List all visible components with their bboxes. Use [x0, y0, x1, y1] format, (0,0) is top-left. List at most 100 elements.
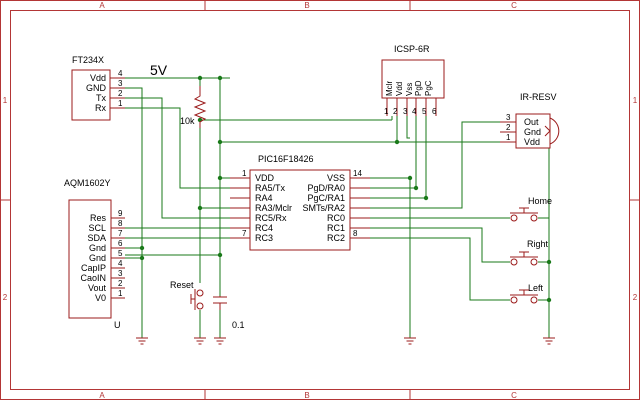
pic-microcontroller: PIC16F18426 VDD RA5/Tx RA4 RA3/Mclr RC5/…: [230, 154, 370, 251]
frame-col-b-bottom: B: [304, 391, 309, 400]
pic-title: PIC16F18426: [258, 154, 314, 164]
junctions: [139, 75, 552, 303]
resistor-10k-label: 10k: [180, 116, 195, 126]
lcd-pin-gnd-6: Gnd: [89, 243, 106, 253]
pic-pin-ra2: SMTs/RA2: [302, 203, 345, 213]
pic-pinnum-8: 8: [353, 229, 358, 238]
lcd-pinnum-7: 7: [118, 229, 123, 238]
pic-pin-rc5: RC5/Rx: [255, 213, 287, 223]
button-reset-label: Reset: [170, 280, 194, 290]
button-home-label: Home: [528, 196, 552, 206]
ground-icon: [404, 337, 416, 345]
lcd-pinnum-9: 9: [118, 209, 123, 218]
icsp-pinnum-5: 5: [422, 107, 427, 116]
button-left: Left: [510, 283, 544, 304]
ft234x-title: FT234X: [72, 55, 104, 65]
wires: [125, 77, 550, 338]
supply-5v-label: 5V: [150, 62, 168, 78]
lcd-pinnum-6: 6: [118, 239, 123, 248]
ground-icon: [136, 337, 148, 345]
lcd-pinnum-5: 5: [118, 249, 123, 258]
lcd-pinnum-8: 8: [118, 219, 123, 228]
ft234x-pin-tx: Tx: [96, 93, 106, 103]
icsp-title: ICSP-6R: [394, 44, 430, 54]
lcd-pin-vout: Vout: [88, 283, 107, 293]
pic-pin-rc1: RC1: [327, 223, 345, 233]
button-left-label: Left: [528, 283, 544, 293]
ir-pinnum-3: 3: [506, 113, 511, 122]
lcd-title: AQM1602Y: [64, 178, 111, 188]
lcd-pin-scl: SCL: [88, 223, 106, 233]
frame-col-c-top: C: [511, 1, 517, 10]
ground-symbols: [136, 337, 555, 345]
pic-pin-ra5: RA5/Tx: [255, 183, 286, 193]
pic-pin-ra1: PgC/RA1: [307, 193, 345, 203]
lcd-suffix-label: U: [114, 320, 121, 330]
pic-pin-rc0: RC0: [327, 213, 345, 223]
ft234x-pin-vdd: Vdd: [90, 73, 106, 83]
ground-icon: [543, 337, 555, 345]
frame-col-b-top: B: [304, 1, 309, 10]
resistor-10k: 10k: [180, 86, 207, 128]
lcd-pin-capip: CapIP: [81, 263, 106, 273]
icsp-header: ICSP-6R Mclr Vdd Vss PgD PgC 1 2 3 4 5 6: [381, 44, 445, 116]
ft234x-pin-gnd: GND: [86, 83, 107, 93]
ft234x-pin-rx: Rx: [95, 103, 106, 113]
frame-row-1-left: 1: [3, 96, 8, 105]
icsp-pin-pgd: PgD: [414, 80, 423, 96]
ground-icon: [194, 337, 206, 345]
lcd-pinnum-4: 4: [118, 259, 123, 268]
pic-pin-ra4: RA4: [255, 193, 273, 203]
pic-pinnum-7: 7: [242, 229, 247, 238]
icsp-pin-pgc: PgC: [424, 80, 433, 96]
ir-pin-gnd: Gnd: [524, 127, 541, 137]
frame-row-1-right: 1: [633, 96, 638, 105]
capacitor-0-1: 0.1: [213, 296, 245, 330]
pic-pinnum-1: 1: [242, 169, 247, 178]
ir-pin-vdd: Vdd: [524, 137, 540, 147]
frame-row-2-left: 2: [3, 293, 8, 302]
ft234x-pinnum-2: 2: [118, 89, 123, 98]
lcd-pin-caoin: CaoIN: [80, 273, 106, 283]
pic-pin-ra0: PgD/RA0: [307, 183, 345, 193]
pic-pin-vss: VSS: [327, 173, 345, 183]
ir-pinnum-2: 2: [506, 123, 511, 132]
pic-pinnum-14: 14: [353, 169, 362, 178]
lcd-pinnum-1: 1: [118, 289, 123, 298]
icsp-pinnum-2: 2: [393, 107, 398, 116]
lcd-pin-res: Res: [90, 213, 107, 223]
icsp-pin-vdd: Vdd: [395, 82, 404, 96]
button-reset: Reset: [170, 280, 204, 310]
pic-pin-rc4: RC4: [255, 223, 273, 233]
ir-pin-out: Out: [524, 117, 539, 127]
icsp-pin-mclr: Mclr: [385, 81, 394, 96]
ft234x-pinnum-3: 3: [118, 79, 123, 88]
icsp-pinnum-4: 4: [412, 107, 417, 116]
ft234x-pinnum-1: 1: [118, 99, 123, 108]
ft234x-pinnum-4: 4: [118, 69, 123, 78]
pic-pin-vdd: VDD: [255, 173, 275, 183]
ir-title: IR-RESV: [520, 92, 557, 102]
button-right: Right: [510, 239, 549, 266]
capacitor-label: 0.1: [232, 320, 245, 330]
pic-pin-rc3: RC3: [255, 233, 273, 243]
lcd-pin-v0: V0: [95, 293, 106, 303]
icsp-pin-vss: Vss: [405, 83, 414, 96]
ir-pinnum-1: 1: [506, 133, 511, 142]
icsp-pinnum-3: 3: [403, 107, 408, 116]
frame-col-c-bottom: C: [511, 391, 517, 400]
pic-pin-ra3: RA3/Mclr: [255, 203, 292, 213]
ir-receiver: IR-RESV Out Gnd Vdd 3 2 1: [500, 92, 560, 149]
lcd-pinnum-2: 2: [118, 279, 123, 288]
lcd-module: AQM1602Y Res SCL SDA Gnd Gnd CapIP CaoIN…: [64, 178, 125, 330]
frame-row-2-right: 2: [633, 293, 638, 302]
icsp-pinnum-1: 1: [384, 107, 389, 116]
lcd-pinnum-3: 3: [118, 269, 123, 278]
frame-col-a-top: A: [99, 1, 105, 10]
frame-col-a-bottom: A: [99, 391, 105, 400]
button-right-label: Right: [527, 239, 549, 249]
button-home: Home: [510, 196, 552, 222]
lcd-pin-sda: SDA: [87, 233, 106, 243]
pic-pin-rc2: RC2: [327, 233, 345, 243]
